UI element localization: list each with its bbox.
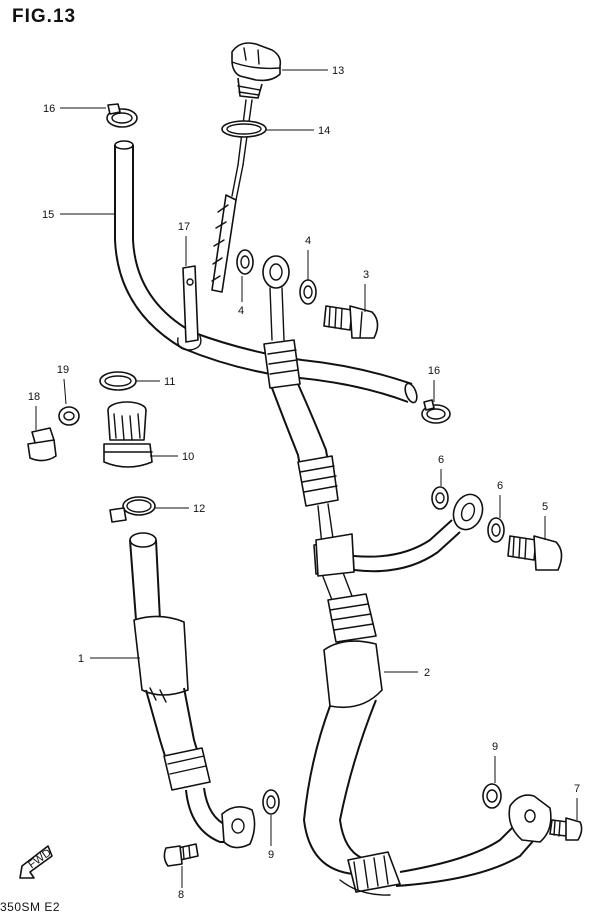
callout-16-1: 16: [43, 103, 55, 115]
callout-13: 13: [332, 65, 344, 77]
callout-15: 15: [42, 209, 54, 221]
union-bolt-upper: [323, 305, 379, 339]
gasket-middle-pair: [431, 486, 505, 543]
o-ring-flange-left: [262, 789, 280, 815]
callout-14: 14: [318, 125, 330, 137]
callout-4-2: 4: [305, 235, 311, 247]
clamp-breather-lower: [421, 399, 451, 424]
callout-5: 5: [542, 501, 548, 513]
callout-9-2: 9: [492, 741, 498, 753]
callout-4-1: 4: [238, 305, 244, 317]
callout-7: 7: [574, 783, 580, 795]
callout-6-1: 6: [438, 454, 444, 466]
callout-11: 11: [164, 376, 175, 388]
callout-19: 19: [57, 364, 69, 376]
callout-9-1: 9: [268, 849, 274, 861]
callout-16-2: 16: [428, 365, 440, 377]
o-ring-flange-right: [482, 783, 502, 809]
drain-plug: [27, 427, 57, 462]
callout-8: 8: [178, 889, 184, 901]
hose-clamp-bracket: [177, 265, 202, 351]
callout-12: 12: [193, 503, 205, 515]
side-pipe: [315, 493, 484, 577]
filler-cap-dipstick: [211, 42, 282, 293]
oil-hose-left: [129, 532, 256, 849]
clamp-breather-upper: [106, 103, 138, 128]
bolt-right: [549, 817, 583, 841]
leader-line-19: [63, 378, 67, 405]
callout-1: 1: [78, 653, 84, 665]
strainer: [103, 401, 153, 468]
leader-lines: [35, 69, 578, 888]
bolt-left: [163, 843, 199, 867]
callout-6-2: 6: [497, 480, 503, 492]
union-bolt-middle: [507, 535, 563, 571]
callout-2: 2: [424, 667, 430, 679]
forward-arrow-icon: FWD: [19, 845, 54, 879]
callout-3: 3: [363, 269, 369, 281]
figure-title: FIG.13: [12, 6, 77, 27]
callout-10: 10: [182, 451, 194, 463]
breather-hose: [114, 140, 418, 404]
callout-17: 17: [178, 221, 190, 233]
clamp-lower: [109, 496, 156, 523]
callout-18: 18: [28, 391, 40, 403]
model-code: 350SM E2: [0, 900, 61, 914]
oil-hose-right: [262, 255, 552, 896]
gasket-upper-pair: [236, 249, 317, 305]
gasket-drain: [58, 406, 80, 426]
